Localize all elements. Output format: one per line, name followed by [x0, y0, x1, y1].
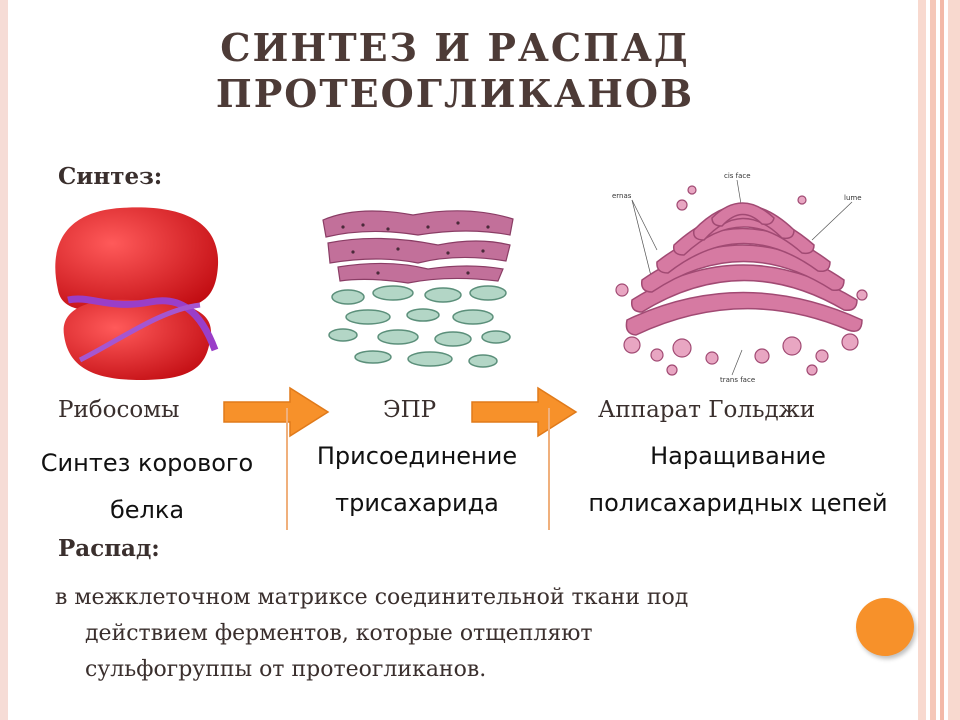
separator-line: [548, 408, 550, 530]
golgi-trans-label: trans face: [720, 376, 755, 384]
stage-label-er: ЭПР: [383, 397, 437, 423]
decay-line-2: действием ферментов, которые отщепляют: [85, 621, 593, 646]
arrow-right-icon: [223, 386, 330, 438]
stage-label-golgi: Аппарат Гольджи: [598, 397, 816, 423]
left-border: [0, 0, 8, 720]
decay-line-3: сульфогруппы от протеогликанов.: [85, 657, 487, 682]
decay-text: в межклеточном матриксе соединительной т…: [55, 580, 905, 688]
golgi-lumen-label: lume: [844, 194, 862, 202]
title-line-2: ПРОТЕОГЛИКАНОВ: [215, 71, 695, 116]
golgi-cis-label: cis face: [724, 172, 751, 180]
synthesis-heading: Синтез:: [58, 163, 163, 190]
stage-desc-er: Присоединение трисахарида: [316, 442, 518, 517]
decay-line-1: в межклеточном матриксе соединительной т…: [55, 585, 689, 610]
separator-line: [286, 408, 288, 530]
decay-heading: Распад:: [58, 535, 160, 562]
slide-title: СИНТЕЗ И РАСПАД ПРОТЕОГЛИКАНОВ: [150, 25, 760, 117]
right-border: [918, 0, 960, 720]
golgi-cisternae-label: ernas: [612, 192, 632, 200]
ribosome-image: [55, 207, 219, 380]
title-line-1: СИНТЕЗ И РАСПАД: [220, 25, 690, 70]
stage-desc-golgi: Наращивание полисахаридных цепей: [588, 442, 888, 517]
stage-label-ribosomes: Рибосомы: [58, 397, 180, 423]
decorative-circle: [856, 598, 914, 656]
arrow-right-icon: [471, 386, 578, 438]
er-image: [322, 210, 514, 368]
golgi-image: cis face ernas lume trans face: [612, 172, 868, 384]
stage-desc-ribosomes: Синтез корового белка: [40, 449, 254, 524]
